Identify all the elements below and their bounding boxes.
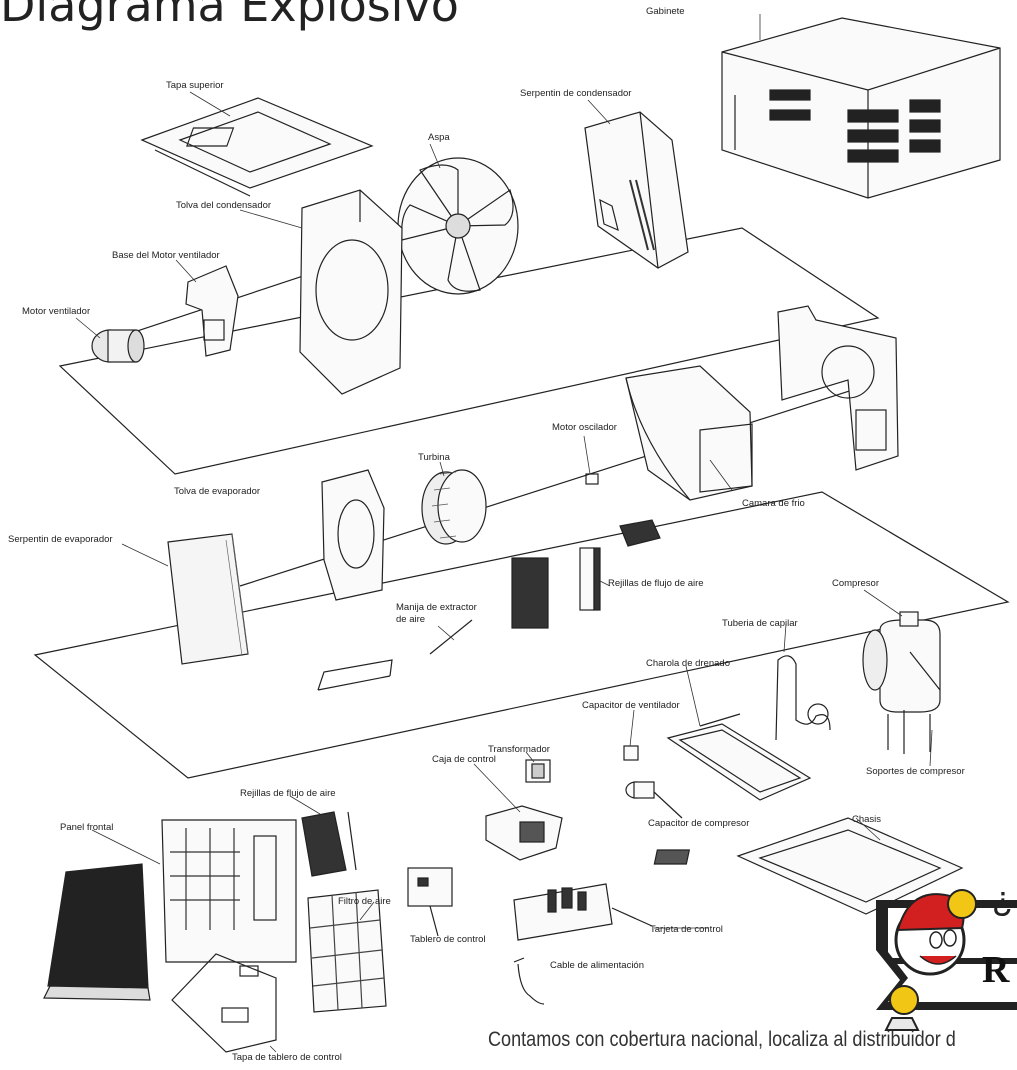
front-panel-part — [43, 863, 151, 1001]
label-tolva-evaporador: Tolva de evaporador — [174, 486, 261, 497]
rear-panel-part — [777, 305, 899, 471]
control-board-part — [513, 883, 653, 941]
label-manija-2: de aire — [396, 614, 426, 625]
airflow-louver-1-part — [511, 547, 601, 629]
cold-chamber-part — [625, 365, 753, 501]
capillary-tube-part — [775, 655, 831, 741]
label-panel-frontal: Panel frontal — [60, 822, 114, 833]
label-tarjeta-control: Tarjeta de control — [650, 924, 723, 935]
logo-letter: R — [982, 949, 1010, 991]
label-aspa: Aspa — [428, 132, 450, 143]
drain-pan-part — [666, 713, 812, 801]
label-filtro-aire: Filtro de aire — [338, 896, 391, 907]
label-tapa-superior: Tapa superior — [166, 80, 224, 91]
label-motor-oscilador: Motor oscilador — [552, 422, 617, 433]
label-tolva-condensador: Tolva del condensador — [176, 200, 272, 211]
evaporator-coil-part — [167, 533, 249, 665]
label-serpentin-condensador: Serpentin de condensador — [520, 88, 632, 99]
label-charola-drenado: Charola de drenado — [646, 658, 730, 669]
airflow-louver-2-part — [301, 811, 357, 877]
label-tablero-control: Tablero de control — [410, 934, 486, 945]
upper-section-plane — [58, 227, 880, 475]
label-capacitor-ventilador: Capacitor de ventilador — [582, 700, 680, 711]
fan-blade-part — [397, 157, 519, 295]
label-capacitor-compresor: Capacitor de compresor — [648, 818, 750, 829]
cabinet-part — [721, 17, 1001, 199]
control-panel-part — [407, 867, 453, 937]
top-cover-part — [140, 97, 374, 197]
air-filter-part — [307, 889, 387, 1013]
label-soportes-compresor: Soportes de compresor — [866, 766, 965, 777]
label-caja-control: Caja de control — [432, 754, 496, 765]
compressor-capacitor-part — [625, 781, 683, 819]
fan-capacitor-part — [623, 745, 639, 761]
label-cable-alimentacion: Cable de alimentación — [550, 960, 645, 971]
evaporator-shroud-part — [321, 469, 385, 601]
label-turbina: Turbina — [418, 452, 450, 463]
brand-mascot-logo — [876, 889, 1017, 1031]
transformer-part — [525, 759, 551, 783]
label-motor-ventilador: Motor ventilador — [22, 306, 91, 317]
chassis-part — [653, 817, 964, 915]
label-chasis: Chasis — [852, 814, 882, 825]
compressor-part — [862, 611, 941, 754]
label-tuberia-capilar: Tuberia de capilar — [722, 618, 798, 629]
damper-handle-part — [317, 619, 473, 691]
fan-motor-part — [91, 329, 145, 363]
motor-base-part — [185, 265, 239, 357]
middle-section-plane — [33, 491, 1010, 779]
control-panel-cover-part — [171, 953, 277, 1053]
logo-question-glyph: ¿ — [992, 880, 1013, 918]
condenser-coil-part — [584, 111, 689, 269]
footer-tagline: Contamos con cobertura nacional, localiz… — [488, 1028, 956, 1051]
label-tapa-tablero: Tapa de tablero de control — [232, 1052, 342, 1063]
blower-wheel-part — [421, 469, 487, 545]
swing-motor-part — [585, 473, 661, 547]
condenser-shroud-part — [299, 189, 403, 395]
label-gabinete: Gabinete — [646, 6, 685, 17]
label-camara-frio: Camara de frio — [742, 498, 805, 509]
power-cord-part — [513, 957, 545, 1005]
label-manija-1: Manija de extractor — [396, 602, 477, 613]
label-base-motor: Base del Motor ventilador — [112, 250, 220, 261]
front-grille-part — [161, 819, 297, 963]
label-rejillas-flujo-1: Rejillas de flujo de aire — [608, 578, 704, 589]
label-transformador: Transformador — [488, 744, 550, 755]
control-box-part — [485, 805, 563, 861]
label-rejillas-flujo-2: Rejillas de flujo de aire — [240, 788, 336, 799]
label-compresor: Compresor — [832, 578, 879, 589]
label-serpentin-evaporador: Serpentin de evaporador — [8, 534, 113, 545]
page-title: Diagrama Explosivo — [0, 0, 459, 32]
